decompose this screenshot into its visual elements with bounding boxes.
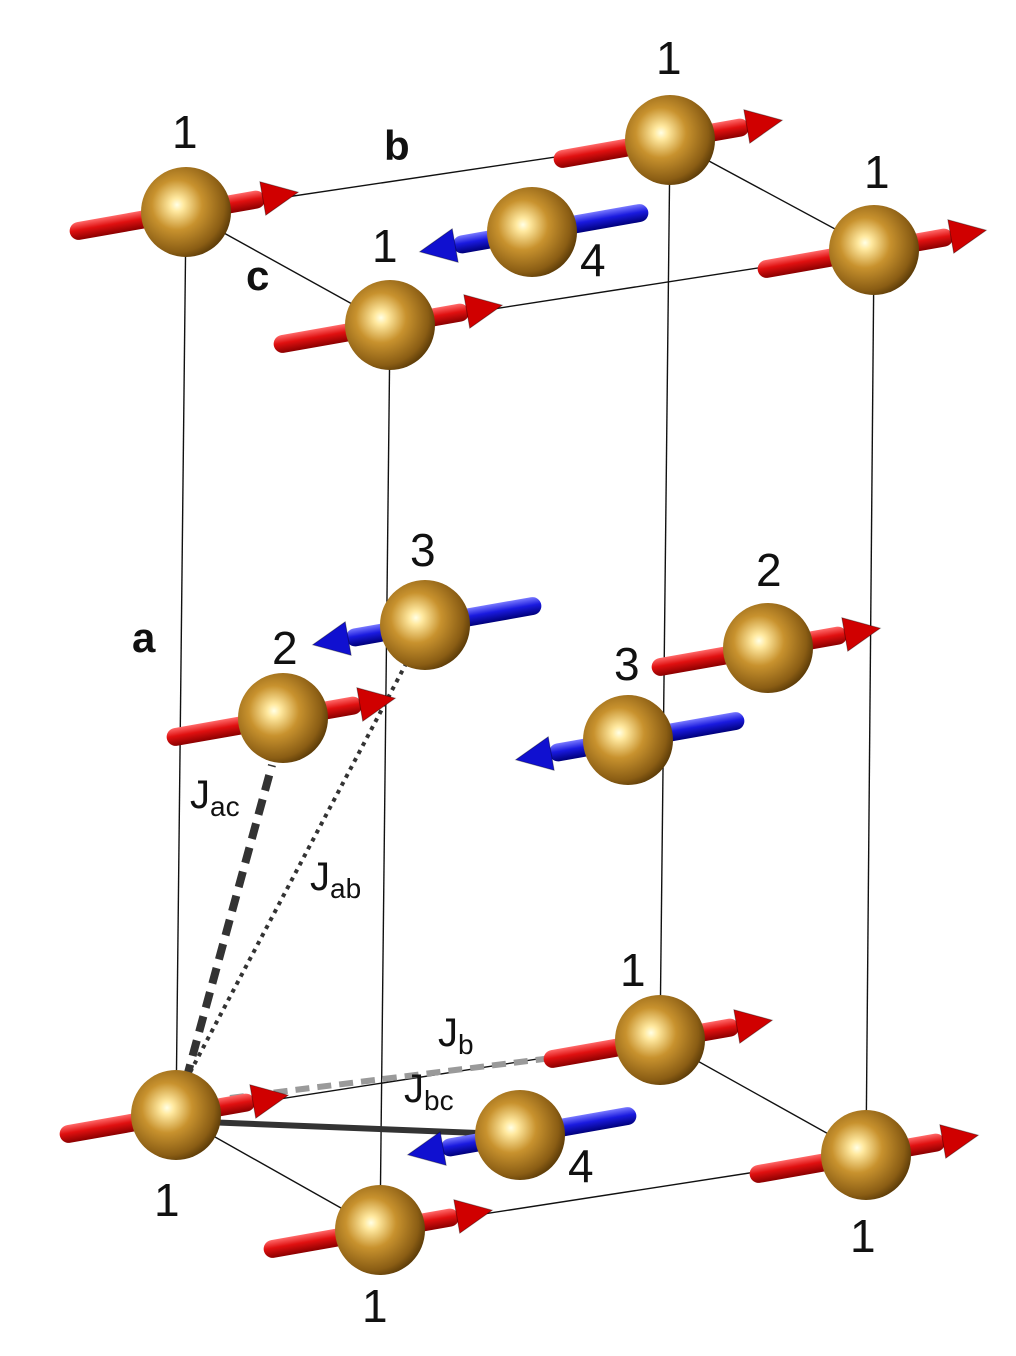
site-label: 1 [154,1174,180,1226]
coupling-paths [182,659,553,1136]
spin-up-site [553,95,784,185]
site-label: 1 [656,32,682,84]
spin-up-site [59,1070,290,1160]
atom-sphere [723,603,813,693]
jb-label: Jb [438,1011,474,1060]
spin-up-site [166,673,397,763]
jac-path [182,763,276,1082]
jb-path [229,1055,553,1101]
site-label: 2 [756,544,782,596]
atom-sphere [475,1090,565,1180]
spin-up-site [543,995,774,1085]
spin-down-site [514,695,745,785]
atom-sphere [141,167,231,257]
atom-sphere [583,695,673,785]
coupling-labels: Jac Jab Jb Jbc [190,773,474,1116]
atoms [59,95,988,1275]
atom-sphere [380,580,470,670]
atom-sphere [625,95,715,185]
jbc-label: Jbc [404,1067,454,1116]
jbc-path [204,1119,479,1136]
axis-label-c: c [246,252,269,299]
site-label: 1 [172,106,198,158]
site-label: 1 [362,1280,388,1332]
site-label: 1 [620,944,646,996]
atom-sphere [131,1070,221,1160]
atom-sphere [829,205,919,295]
site-label: 1 [372,220,398,272]
spin-up-site [263,1185,494,1275]
spin-up-site [273,280,504,370]
site-label: 1 [864,146,890,198]
jab-label: Jab [310,855,361,904]
site-label: 4 [580,234,606,286]
site-label: 4 [568,1140,594,1192]
atom-sphere [615,995,705,1085]
atom-sphere [238,673,328,763]
site-label: 3 [614,638,640,690]
spin-up-site [651,603,882,693]
spin-up-site [69,167,300,257]
spin-up-site [749,1110,980,1200]
axis-label-b: b [384,122,410,169]
atom-sphere [821,1110,911,1200]
jac-label: Jac [190,773,240,822]
atom-sphere [335,1185,425,1275]
spin-down-site [406,1090,637,1180]
spin-down-site [418,187,649,277]
jab-path [184,659,410,1081]
site-label: 3 [410,524,436,576]
spin-down-site [311,580,542,670]
axis-label-a: a [132,614,156,661]
site-label: 2 [272,622,298,674]
atom-sphere [487,187,577,277]
spin-up-site [757,205,988,295]
atom-sphere [345,280,435,370]
site-label: 1 [850,1210,876,1262]
axis-labels: b c a [132,122,410,661]
site-labels: 1 1 1 1 4 3 2 2 3 1 4 1 1 1 [154,32,890,1332]
